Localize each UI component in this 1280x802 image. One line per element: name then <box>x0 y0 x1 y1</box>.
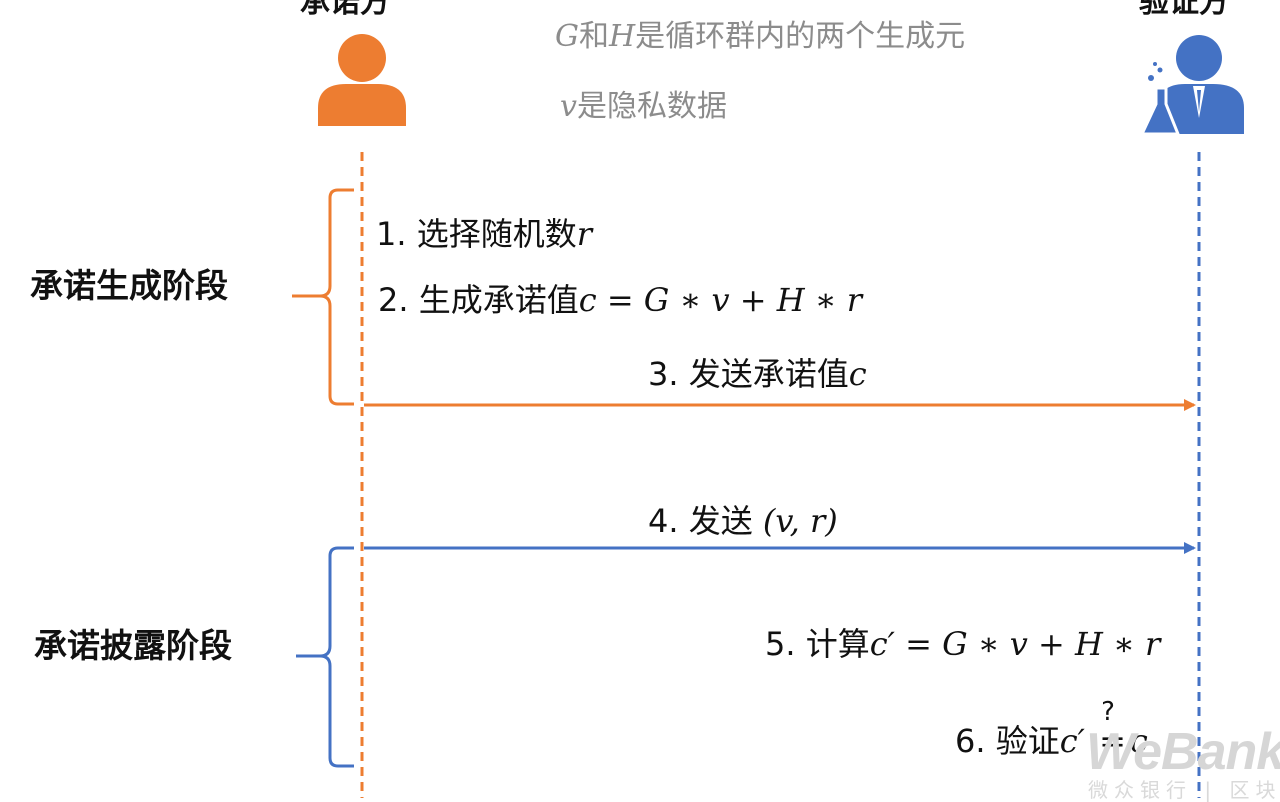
step-4: 4. 发送 (v, r) <box>648 505 838 537</box>
step-5-label: 5. 计算 <box>765 625 870 663</box>
step-2-formula: c = G ∗ v + H ∗ r <box>578 281 862 319</box>
commit-phase-brace <box>292 188 354 406</box>
webank-watermark-subtitle: 微众银行 | 区块链 <box>1088 778 1280 802</box>
step-5: 5. 计算c′ = G ∗ v + H ∗ r <box>765 628 1160 660</box>
note-symbol-v: v <box>560 89 577 124</box>
step-2: 2. 生成承诺值c = G ∗ v + H ∗ r <box>378 284 862 316</box>
step-3: 3. 发送承诺值c <box>648 358 867 390</box>
step-4-math: (v, r) <box>762 502 838 540</box>
webank-watermark-logo: WeBank <box>1086 723 1280 781</box>
step-6: 6. 验证c′ ? = c <box>955 699 1148 760</box>
note-connector: 和 <box>578 19 609 54</box>
reveal-phase-brace <box>296 546 354 768</box>
commit-phase-label: 承诺生成阶段 <box>30 266 228 305</box>
step-6-eq-wrap: ? = <box>1099 699 1126 760</box>
step-6-eq: = <box>1099 722 1126 760</box>
step-3-label: 3. 发送承诺值 <box>648 355 849 393</box>
note-generators: G和H是循环群内的两个生成元 <box>555 22 965 52</box>
reveal-phase-label: 承诺披露阶段 <box>34 626 232 665</box>
step-6-label: 6. 验证 <box>955 722 1060 760</box>
person-icon <box>318 34 406 126</box>
note-private-data: v是隐私数据 <box>560 92 727 122</box>
step-1: 1. 选择随机数r <box>376 218 592 250</box>
step-5-formula: c′ = G ∗ v + H ∗ r <box>869 625 1161 663</box>
step-6-left: c′ <box>1059 722 1085 760</box>
step-1-math: r <box>576 215 593 253</box>
step-2-label: 2. 生成承诺值 <box>378 281 579 319</box>
note-generators-text: 是循环群内的两个生成元 <box>635 19 966 54</box>
step-4-label: 4. 发送 <box>648 502 763 540</box>
note-private-text: 是隐私数据 <box>576 89 727 124</box>
verifier-name: 验证方 <box>1139 0 1229 20</box>
step-3-math: c <box>848 355 867 393</box>
step-6-question: ? <box>1101 697 1115 727</box>
prover-name: 承诺方 <box>300 0 390 20</box>
note-symbol-h: H <box>608 19 636 54</box>
step-1-label: 1. 选择随机数 <box>376 215 577 253</box>
note-symbol-g: G <box>555 19 579 54</box>
step-6-right: c <box>1129 722 1148 760</box>
scientist-icon <box>1139 35 1244 136</box>
